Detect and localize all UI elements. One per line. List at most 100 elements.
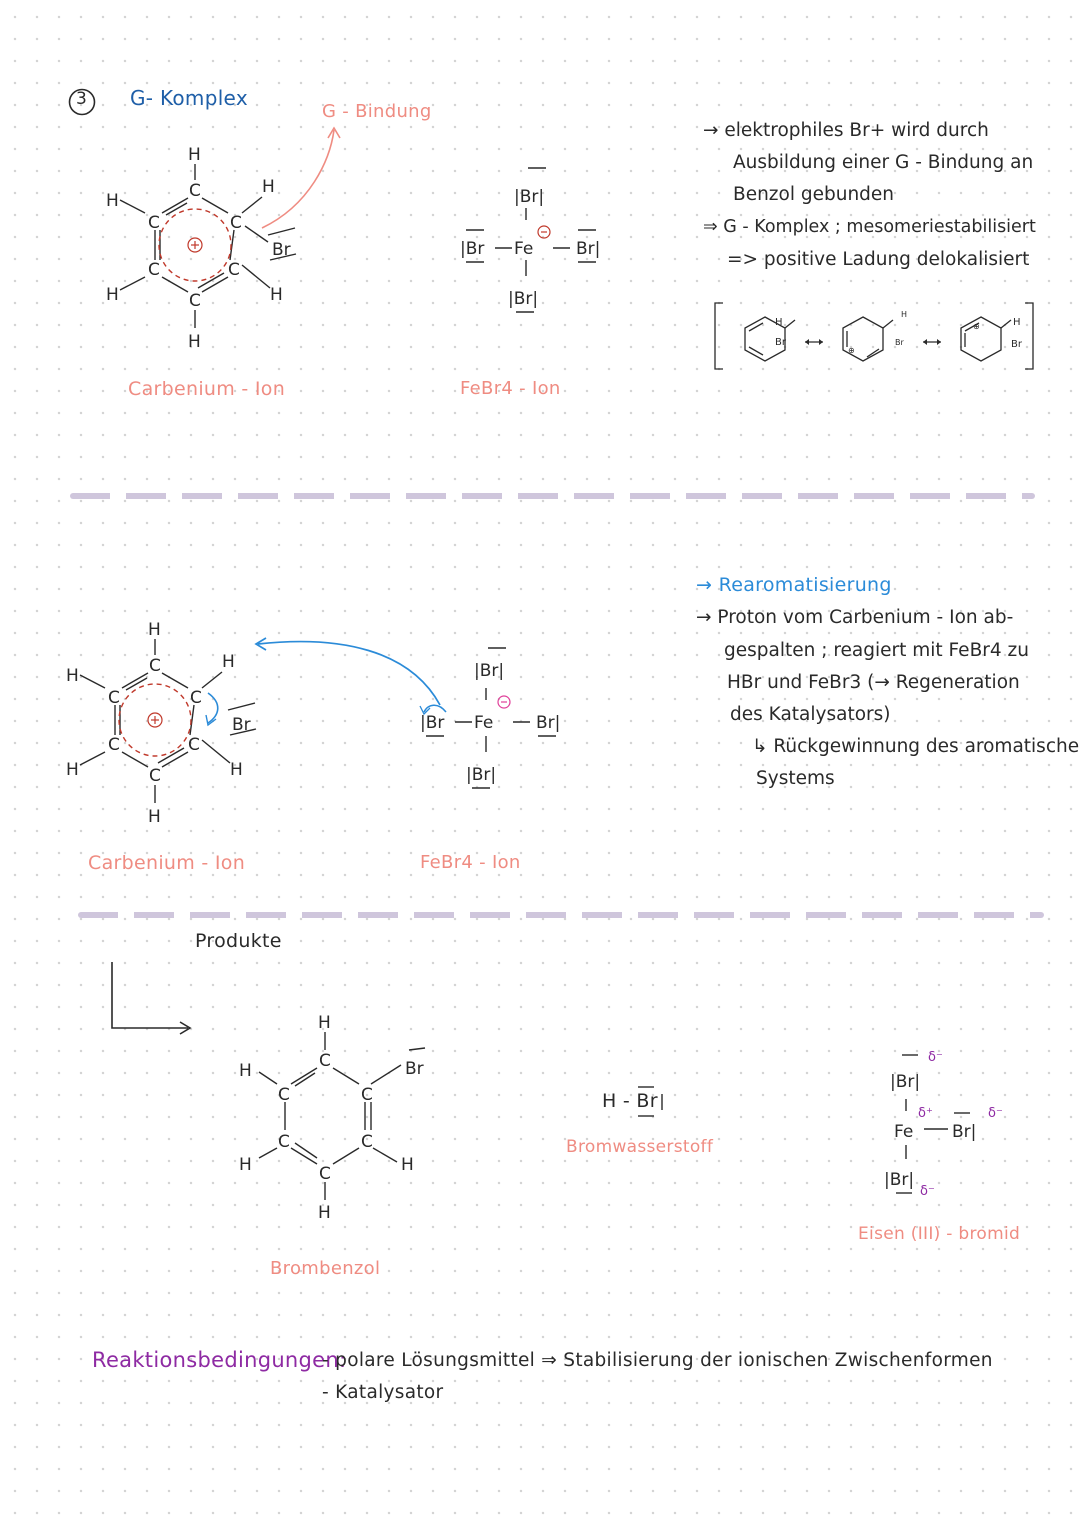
svg-text:C: C (149, 656, 161, 676)
carbenium-ion-structure-1: H C C C C C C H H H H H Br (106, 145, 297, 352)
svg-text:|Br|: |Br| (884, 1170, 914, 1190)
g-bond-arrow (261, 126, 341, 229)
carbenium-ion-structure-2: H C C C C C C H H H H H Br (66, 620, 257, 827)
note-line-2-4: des Katalysators) (730, 704, 891, 725)
svg-text:C: C (230, 213, 242, 233)
svg-text:H: H (230, 760, 243, 780)
svg-text:C: C (319, 1164, 331, 1184)
febr4-ion-structure-2: |Br| |Br Fe Br| |Br| (419, 647, 560, 789)
rearomatisierung-text: Rearomatisierung (718, 574, 892, 596)
svg-text:C: C (189, 181, 201, 201)
svg-text:Br: Br (232, 715, 251, 735)
svg-text:Fe: Fe (514, 239, 533, 259)
svg-text:⊕: ⊕ (973, 322, 980, 331)
svg-text:Br: Br (1011, 339, 1023, 350)
svg-text:H: H (262, 177, 275, 197)
svg-text:|Br|: |Br| (890, 1072, 920, 1092)
step-number: 3 (76, 89, 88, 109)
svg-text:Br: Br (272, 240, 291, 260)
svg-text:|Br: |Br (460, 239, 484, 259)
arrow-bullet: → (696, 574, 719, 596)
svg-text:H: H (106, 285, 119, 305)
svg-text:C: C (319, 1051, 331, 1071)
carbenium-label-2: Carbenium - Ion (88, 852, 246, 874)
svg-text:|Br|: |Br| (466, 765, 496, 785)
hbr-lone-pairs (638, 1086, 663, 1117)
svg-text:H: H (270, 285, 283, 305)
febr3-label: Eisen (III) - bromid (858, 1224, 1021, 1244)
svg-text:H: H (1013, 317, 1021, 328)
svg-text:H: H (106, 191, 119, 211)
svg-text:⊕: ⊕ (848, 346, 855, 355)
febr4-label-2: FeBr4 - Ion (420, 852, 521, 873)
svg-text:H: H (901, 310, 907, 319)
note-line-2-5: ↳ Rückgewinnung des aromatischen (752, 736, 1080, 757)
hbr-formula: H - Br (602, 1090, 658, 1112)
svg-text:H: H (318, 1013, 331, 1033)
svg-text:|Br|: |Br| (508, 289, 538, 309)
note-line-2-1: → Proton vom Carbenium - Ion ab- (696, 607, 1014, 628)
proton-transfer-arrow (254, 637, 441, 706)
section-title-g-komplex: G- Komplex (130, 86, 248, 110)
step-number-circle (68, 88, 96, 116)
g-bond-annotation: G - Bindung (322, 101, 432, 122)
svg-text:Br: Br (895, 338, 904, 347)
svg-text:δ⁻: δ⁻ (920, 1184, 935, 1199)
svg-text:|Br|: |Br| (514, 187, 544, 207)
note-line-1-4: ⇒ G - Komplex ; mesomeriestabilisiert (703, 217, 1036, 237)
brombenzol-label: Brombenzol (270, 1258, 381, 1279)
svg-text:C: C (190, 688, 202, 708)
svg-text:C: C (148, 213, 160, 233)
svg-text:H: H (222, 652, 235, 672)
svg-text:C: C (148, 260, 160, 280)
svg-text:|Br: |Br (420, 713, 444, 733)
svg-text:Br|: Br| (576, 239, 600, 259)
svg-text:H: H (66, 760, 79, 780)
svg-text:Br|: Br| (536, 713, 560, 733)
hbr-label: Bromwasserstoff (566, 1137, 714, 1157)
note-line-1-5: => positive Ladung delokalisiert (727, 249, 1030, 270)
svg-text:C: C (278, 1085, 290, 1105)
svg-text:Br: Br (775, 337, 787, 348)
svg-text:C: C (228, 260, 240, 280)
svg-text:Fe: Fe (894, 1122, 913, 1142)
note-line-1-2: Ausbildung einer G - Bindung an (733, 152, 1034, 173)
carbenium-label-1: Carbenium - Ion (128, 378, 286, 400)
svg-text:H: H (239, 1061, 252, 1081)
svg-text:Br|: Br| (952, 1122, 976, 1142)
conditions-label: Reaktionsbedingungen: (92, 1348, 347, 1372)
svg-text:H: H (775, 317, 783, 328)
resonance-structures: H Br H Br H Br ⊕ ⊕ (714, 302, 1034, 370)
svg-text:C: C (108, 735, 120, 755)
svg-text:δ⁻: δ⁻ (988, 1106, 1003, 1121)
note-line-1-3: Benzol gebunden (733, 184, 895, 205)
svg-text:C: C (108, 688, 120, 708)
svg-text:C: C (189, 291, 201, 311)
svg-text:H: H (318, 1203, 331, 1223)
febr4-label-1: FeBr4 - Ion (460, 378, 561, 399)
svg-text:H: H (148, 807, 161, 827)
condition-item-2: - Katalysator (322, 1382, 444, 1403)
svg-text:C: C (188, 735, 200, 755)
rearomatisierung-heading: → Rearomatisierung (696, 574, 892, 596)
svg-text:C: C (278, 1132, 290, 1152)
svg-text:H: H (188, 145, 201, 165)
svg-text:δ⁻: δ⁻ (928, 1050, 943, 1065)
febr4-ion-structure-1: |Br| |Br Fe Br| |Br| (460, 167, 600, 313)
febr3-structure: |Br| Fe Br| |Br| δ⁻ δ⁺ δ⁻ δ⁻ (884, 1050, 1003, 1199)
section-divider-1 (70, 493, 1035, 499)
svg-text:Br: Br (405, 1059, 424, 1079)
svg-text:H: H (148, 620, 161, 640)
svg-text:δ⁺: δ⁺ (918, 1106, 933, 1121)
svg-text:H: H (188, 332, 201, 352)
svg-text:H: H (66, 666, 79, 686)
produkte-heading: Produkte (195, 930, 282, 952)
svg-text:C: C (361, 1085, 373, 1105)
note-line-2-3: HBr und FeBr3 (→ Regeneration (727, 672, 1020, 693)
note-line-1-1: → elektrophiles Br+ wird durch (703, 120, 989, 141)
svg-text:H: H (239, 1155, 252, 1175)
svg-text:C: C (149, 766, 161, 786)
brombenzol-structure: H C C C C C C H H H H Br (239, 1013, 426, 1223)
note-line-2-2: gespalten ; reagiert mit FeBr4 zu (724, 640, 1029, 661)
svg-text:H: H (401, 1155, 414, 1175)
